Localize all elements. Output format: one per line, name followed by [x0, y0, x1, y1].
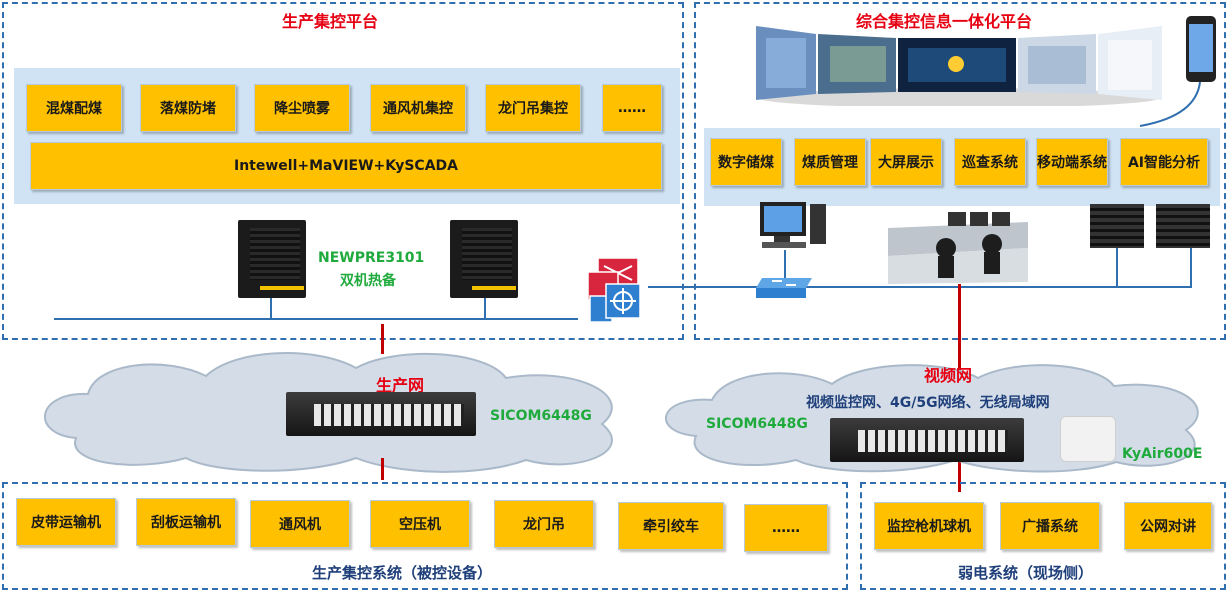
server-rack-1 [1090, 204, 1144, 248]
pc-drop-line [784, 250, 786, 286]
control-console-icon [888, 208, 1028, 284]
device-scraper-conveyor[interactable]: 刮板运输机 [136, 498, 236, 546]
rack2-drop-line [1190, 248, 1192, 286]
core-router-icon [586, 256, 650, 326]
rack1-drop-line [1116, 248, 1118, 286]
switch-port-row [314, 404, 464, 426]
device-belt-conveyor[interactable]: 皮带运输机 [16, 498, 116, 546]
module-mobile[interactable]: 移动端系统 [1036, 138, 1108, 186]
device-traction-winch[interactable]: 牵引绞车 [618, 502, 724, 550]
controlled-devices-title: 生产集控系统（被控设备） [312, 564, 493, 582]
production-switch-label: SICOM6448G [490, 408, 592, 424]
workstation-pc-icon [756, 198, 828, 250]
server-rack-2 [1156, 204, 1210, 248]
module-more[interactable]: …… [602, 84, 662, 132]
server-fins [462, 228, 512, 280]
weak-current-frame [860, 482, 1226, 590]
module-gantry-crane[interactable]: 龙门吊集控 [485, 84, 581, 132]
production-platform-title: 生产集控平台 [282, 12, 379, 31]
production-uplink-line [381, 324, 384, 354]
production-lan-line [54, 318, 578, 320]
module-patrol[interactable]: 巡查系统 [954, 138, 1026, 186]
module-large-screen[interactable]: 大屏展示 [870, 138, 942, 186]
module-ventilation[interactable]: 通风机集控 [370, 84, 466, 132]
device-intercom[interactable]: 公网对讲 [1124, 502, 1212, 550]
wireless-ap-icon [1060, 416, 1116, 462]
module-coal-quality[interactable]: 煤质管理 [794, 138, 866, 186]
device-ventilator[interactable]: 通风机 [250, 500, 350, 548]
device-more[interactable]: …… [744, 504, 828, 552]
controlled-devices-frame [2, 482, 848, 590]
server-status-strip [260, 286, 304, 290]
wireless-ap-label: KyAir600E [1122, 446, 1203, 462]
server-fins [250, 228, 300, 280]
software-bar[interactable]: Intewell+MaVIEW+KySCADA [30, 142, 662, 190]
video-core-switch [830, 418, 1024, 462]
mobile-phone-icon [1186, 16, 1216, 82]
device-surveillance-cameras[interactable]: 监控枪机球机 [874, 502, 984, 550]
server2-drop-line [484, 298, 486, 318]
screen-wall [756, 24, 1162, 108]
info-lan-line [648, 286, 1192, 288]
module-mixed-coal[interactable]: 混煤配煤 [26, 84, 122, 132]
module-digital-storage[interactable]: 数字储煤 [710, 138, 782, 186]
device-gantry-crane[interactable]: 龙门吊 [494, 500, 594, 548]
production-network-title: 生产网 [376, 376, 425, 395]
device-air-compressor[interactable]: 空压机 [370, 500, 470, 548]
video-network-title: 视频网 [924, 366, 973, 385]
production-core-switch [286, 392, 476, 436]
access-switch-icon [756, 274, 812, 300]
server-hot-standby-label: 双机热备 [340, 273, 396, 289]
video-switch-label: SICOM6448G [706, 416, 808, 432]
production-platform-frame [2, 2, 684, 340]
phone-screen [1189, 24, 1213, 72]
info-platform-title: 综合集控信息一体化平台 [856, 12, 1033, 31]
server-unit-1 [238, 220, 306, 298]
switch-port-row [858, 430, 1008, 452]
server1-drop-line [270, 298, 272, 318]
module-coal-anti-block[interactable]: 落煤防堵 [140, 84, 236, 132]
production-downlink-line [381, 458, 384, 480]
module-ai-analysis[interactable]: AI智能分析 [1120, 138, 1208, 186]
phone-link-curve [1136, 80, 1206, 130]
module-dust-spray[interactable]: 降尘喷雾 [254, 84, 350, 132]
device-broadcast[interactable]: 广播系统 [1000, 502, 1100, 550]
server-status-strip [472, 286, 516, 290]
video-network-subtitle: 视频监控网、4G/5G网络、无线局域网 [806, 395, 1050, 411]
server-model-label: NEWPRE3101 [318, 250, 425, 266]
weak-current-title: 弱电系统（现场侧） [958, 564, 1094, 582]
server-unit-2 [450, 220, 518, 298]
